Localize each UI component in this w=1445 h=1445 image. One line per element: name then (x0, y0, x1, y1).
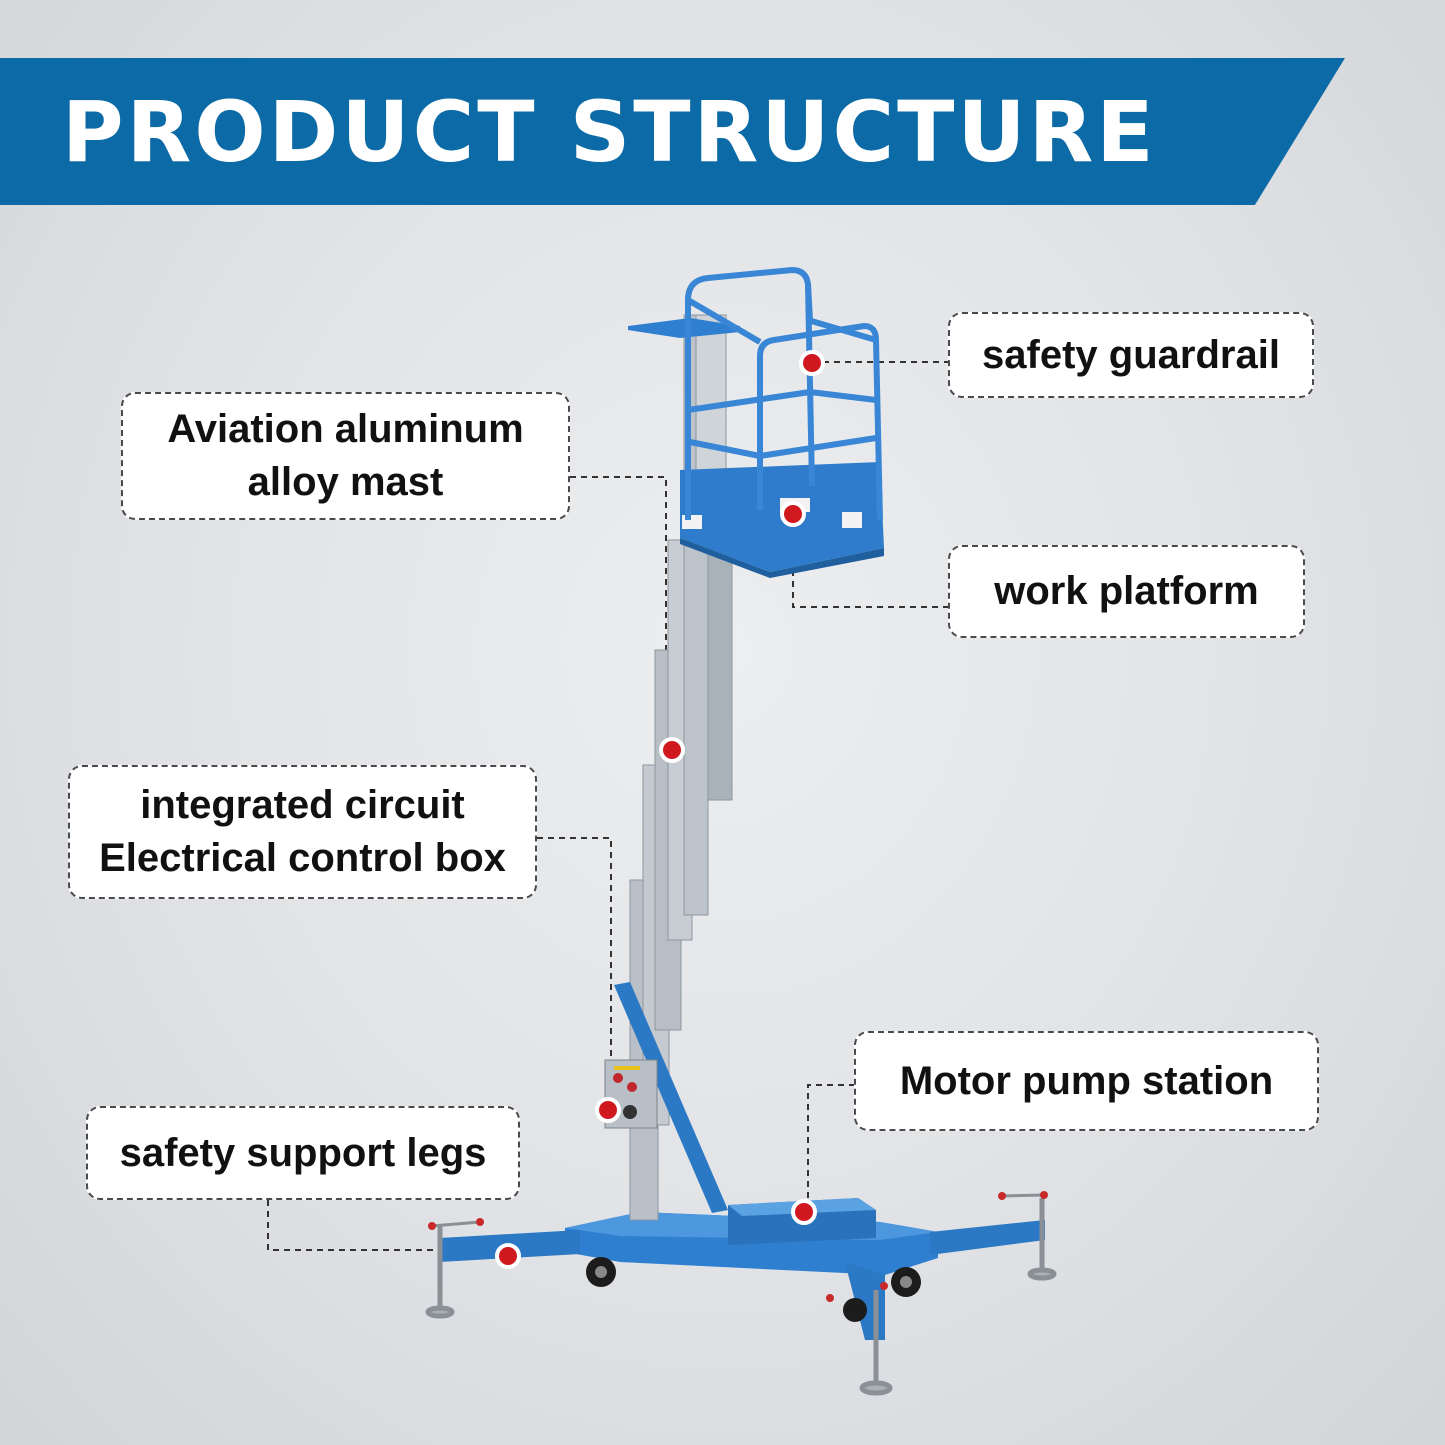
title-banner (0, 58, 1345, 205)
leader-line-legs (267, 1200, 508, 1251)
label-safety-support-legs: safety support legs (86, 1106, 520, 1200)
label-safety-guardrail: safety guardrail (948, 312, 1314, 398)
marker-support-legs (495, 1243, 521, 1269)
annotation-markers (495, 350, 825, 1269)
leader-line-motor (807, 1084, 855, 1212)
marker-platform (780, 501, 806, 527)
mast-brace (614, 982, 728, 1213)
leader-line-mast (570, 476, 667, 748)
support-jacks (425, 1193, 1057, 1396)
wheels (586, 1257, 921, 1322)
marker-mast (659, 737, 685, 763)
leader-line-control-box (537, 837, 612, 1108)
base-chassis (440, 1198, 1045, 1340)
leader-line-platform (792, 515, 948, 608)
label-electrical-control-box: integrated circuit Electrical control bo… (68, 765, 537, 899)
marker-motor-pump (791, 1199, 817, 1225)
page-title: PRODUCT STRUCTURE (62, 83, 1157, 181)
jack-handle-knobs (428, 1191, 1048, 1302)
marker-guardrail (799, 350, 825, 376)
label-aviation-aluminum-mast: Aviation aluminum alloy mast (121, 392, 570, 520)
marker-control-box (595, 1097, 621, 1123)
label-motor-pump-station: Motor pump station (854, 1031, 1319, 1131)
safety-guardrail-frame (685, 267, 883, 521)
label-work-platform: work platform (948, 545, 1305, 638)
